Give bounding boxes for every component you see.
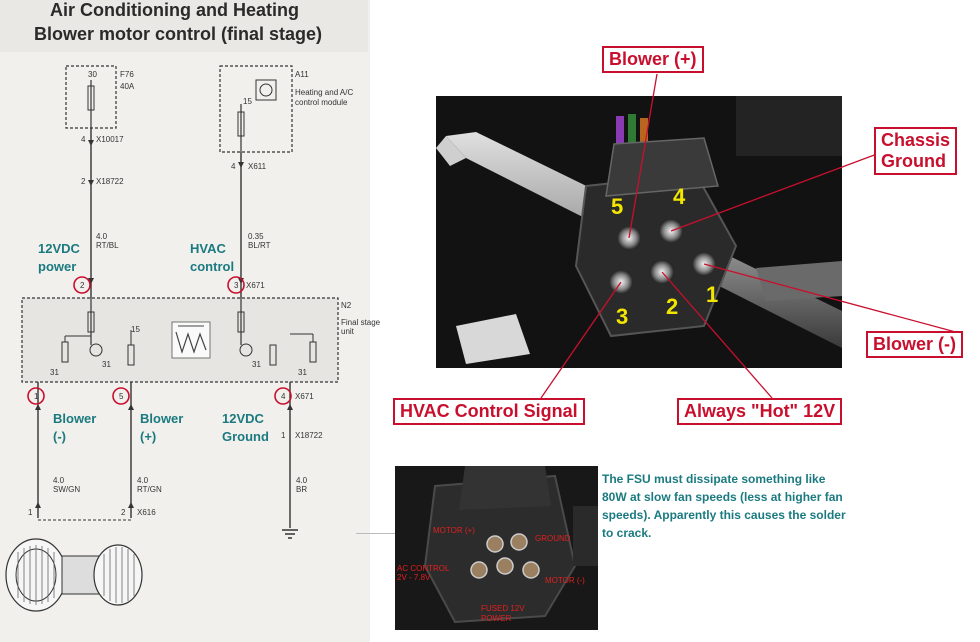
n2-pin-1: 1 [34, 392, 39, 401]
callout-blower-plus: Blower (+) [602, 46, 704, 73]
x671-top: X671 [246, 281, 265, 290]
label-blower-plus-1: Blower [140, 411, 184, 426]
n2-pin-5: 5 [119, 392, 124, 401]
connector-photo-art [436, 96, 842, 368]
internal-15: 15 [131, 325, 140, 334]
wire-blrt-gauge: 0.35 [248, 232, 264, 241]
x18722-bottom-name: X18722 [295, 431, 323, 440]
n2-name: N2 [341, 301, 352, 310]
f76-pin: 30 [88, 70, 97, 79]
n2-desc-line1: Final stage [341, 318, 381, 327]
wire-swgn-color: SW/GN [53, 485, 81, 494]
a11-desc-line2: control module [295, 98, 348, 107]
pin-number-4: 4 [673, 184, 686, 209]
fsu-note: The FSU must dissipate something like 80… [602, 472, 846, 540]
wire-swgn-gauge: 4.0 [53, 476, 65, 485]
n2-pin-4: 4 [281, 392, 286, 401]
wire-br-gauge: 4.0 [296, 476, 308, 485]
fsu-label-motor-minus: MOTOR (-) [545, 576, 585, 585]
label-12vdc-power-1: 12VDC [38, 241, 80, 256]
schematic-title-line1: Air Conditioning and Heating [50, 0, 299, 20]
wiring-schematic: Air Conditioning and Heating Blower moto… [0, 0, 380, 642]
fsu-photo-art [395, 466, 598, 630]
connector-photo: 5 4 3 2 1 [436, 96, 842, 368]
callout-chassis-ground-line2: Ground [881, 151, 946, 171]
n2-pin-2: 2 [80, 281, 85, 290]
label-blower-plus-2: (+) [140, 429, 157, 444]
a11-pin: 15 [243, 97, 252, 106]
internal-31d: 31 [298, 368, 307, 377]
schematic-title-line2: Blower motor control (final stage) [34, 24, 323, 44]
f76-rating: 40A [120, 82, 135, 91]
x18722-bottom-pin: 1 [281, 431, 286, 440]
fsu-label-fused-2: POWER [481, 614, 512, 623]
pin-number-5: 5 [611, 194, 624, 219]
fsu-photo: MOTOR (+) GROUND AC CONTROL 2V - 7.8V MO… [395, 466, 598, 630]
fsu-label-ac-control-2: 2V - 7.8V [397, 573, 431, 582]
n2-desc-line2: unit [341, 327, 354, 336]
fsu-label-ground: GROUND [535, 534, 571, 543]
pin-number-2: 2 [666, 294, 679, 319]
callout-chassis-ground-line1: Chassis [881, 130, 951, 150]
n2-pin-3: 3 [234, 281, 239, 290]
callout-hvac-control-signal: HVAC Control Signal [393, 398, 585, 425]
label-blower-minus-2: (-) [53, 429, 66, 444]
wire-rtgn-color: RT/GN [137, 485, 162, 494]
x611-pin: 4 [231, 162, 236, 171]
x611-name: X611 [248, 162, 267, 171]
label-hvac-control-2: control [190, 259, 235, 274]
internal-31c: 31 [252, 360, 261, 369]
wire-br-color: BR [296, 485, 308, 494]
blower-motor-illustration [5, 538, 143, 612]
f76-name: F76 [120, 70, 134, 79]
wire-rtgn-gauge: 4.0 [137, 476, 149, 485]
x10017-pin: 4 [81, 135, 86, 144]
title-strip [0, 0, 368, 52]
divider-line [356, 533, 396, 534]
x18722-top-name: X18722 [96, 177, 124, 186]
x18722-top-pin: 2 [81, 177, 86, 186]
x10017-name: X10017 [96, 135, 124, 144]
label-blower-minus-1: Blower [53, 411, 97, 426]
wire-rtbl-gauge: 4.0 [96, 232, 108, 241]
callout-chassis-ground: Chassis Ground [874, 127, 958, 175]
fsu-label-ac-control-1: AC CONTROL [397, 564, 450, 573]
x616-pin-right: 2 [121, 508, 126, 517]
fsu-label-motor-plus: MOTOR (+) [433, 526, 475, 535]
x616-name: X616 [137, 508, 156, 517]
x616-pin-left: 1 [28, 508, 33, 517]
label-12vdc-power-2: power [38, 259, 77, 274]
label-hvac-control-1: HVAC [190, 241, 226, 256]
wire-blrt-color: BL/RT [248, 241, 271, 250]
internal-31a: 31 [50, 368, 59, 377]
pin-number-1: 1 [706, 282, 719, 307]
a11-name: A11 [295, 70, 309, 79]
x671-bottom: X671 [295, 392, 314, 401]
internal-31b: 31 [102, 360, 111, 369]
pin-number-3: 3 [616, 304, 629, 329]
fsu-label-fused-1: FUSED 12V [481, 604, 525, 613]
a11-desc-line1: Heating and A/C [295, 88, 354, 97]
callout-always-hot-12v: Always "Hot" 12V [677, 398, 843, 425]
wire-rtbl-color: RT/BL [96, 241, 119, 250]
label-12vdc-ground-1: 12VDC [222, 411, 264, 426]
label-12vdc-ground-2: Ground [222, 429, 269, 444]
schematic-drawing [5, 65, 339, 612]
callout-blower-minus: Blower (-) [866, 331, 963, 358]
